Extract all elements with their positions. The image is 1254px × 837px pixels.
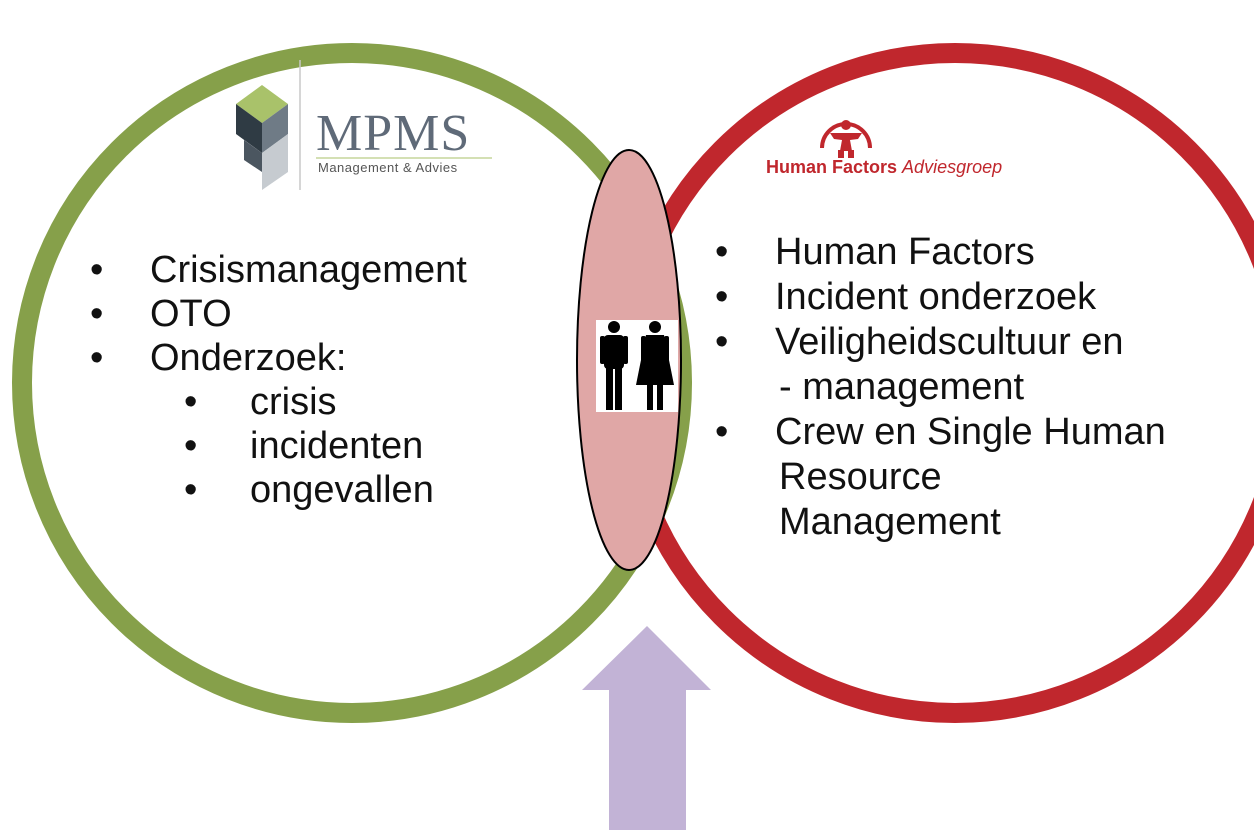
list-item-label: - management — [779, 366, 1025, 408]
list-item: •Crisismanagement — [90, 249, 467, 291]
sub-list-item-label: incidenten — [250, 425, 424, 467]
list-item-label: OTO — [150, 293, 232, 335]
human-factors-figure-icon — [820, 120, 872, 158]
mpms-circle — [12, 43, 692, 723]
people-icon — [596, 320, 678, 412]
list-item-label: Human Factors — [775, 231, 1035, 273]
human-factors-services-list: •Human Factors •Incident onderzoek •Veil… — [715, 230, 1166, 545]
list-item: •Human Factors — [715, 231, 1035, 273]
list-item: •Veiligheidscultuur en — [715, 321, 1124, 363]
list-item-continuation: - management — [775, 365, 1166, 410]
mpms-logo-name: MPMS — [316, 105, 471, 162]
list-item-label: Crew en Single Human — [775, 411, 1166, 453]
list-item-label: Management — [779, 501, 1001, 543]
list-item: •OTO — [90, 293, 232, 335]
list-item: •Crew en Single Human — [715, 411, 1166, 453]
list-item-label: Veiligheidscultuur en — [775, 321, 1124, 363]
list-item: •Incident onderzoek — [715, 276, 1097, 318]
list-item: •Onderzoek: — [90, 337, 347, 379]
list-item-label: Resource — [779, 456, 942, 498]
sub-list-item-label: ongevallen — [250, 469, 434, 511]
sub-list-item: •ongevallen — [184, 469, 434, 511]
mpms-logo-tagline: Management & Advies — [318, 160, 458, 175]
human-factors-logo-italic: Adviesgroep — [902, 157, 1003, 177]
mpms-cube-icon — [236, 85, 288, 190]
list-item-label: Incident onderzoek — [775, 276, 1097, 318]
sub-list-item: •crisis — [184, 381, 337, 423]
list-item-continuation: Management — [775, 500, 1166, 545]
human-factors-logo-bold: Human Factors — [766, 157, 898, 177]
list-item-label: Onderzoek: — [150, 337, 347, 379]
list-item-continuation: Resource — [775, 455, 1166, 500]
sub-list-item-label: crisis — [250, 381, 337, 423]
arrow-up-icon — [582, 626, 711, 830]
mpms-services-list: •Crisismanagement •OTO •Onderzoek: •cris… — [90, 248, 467, 512]
sub-list-item: •incidenten — [184, 425, 424, 467]
list-item-label: Crisismanagement — [150, 249, 467, 291]
human-factors-logo-text: Human Factors Adviesgroep — [766, 157, 1002, 178]
